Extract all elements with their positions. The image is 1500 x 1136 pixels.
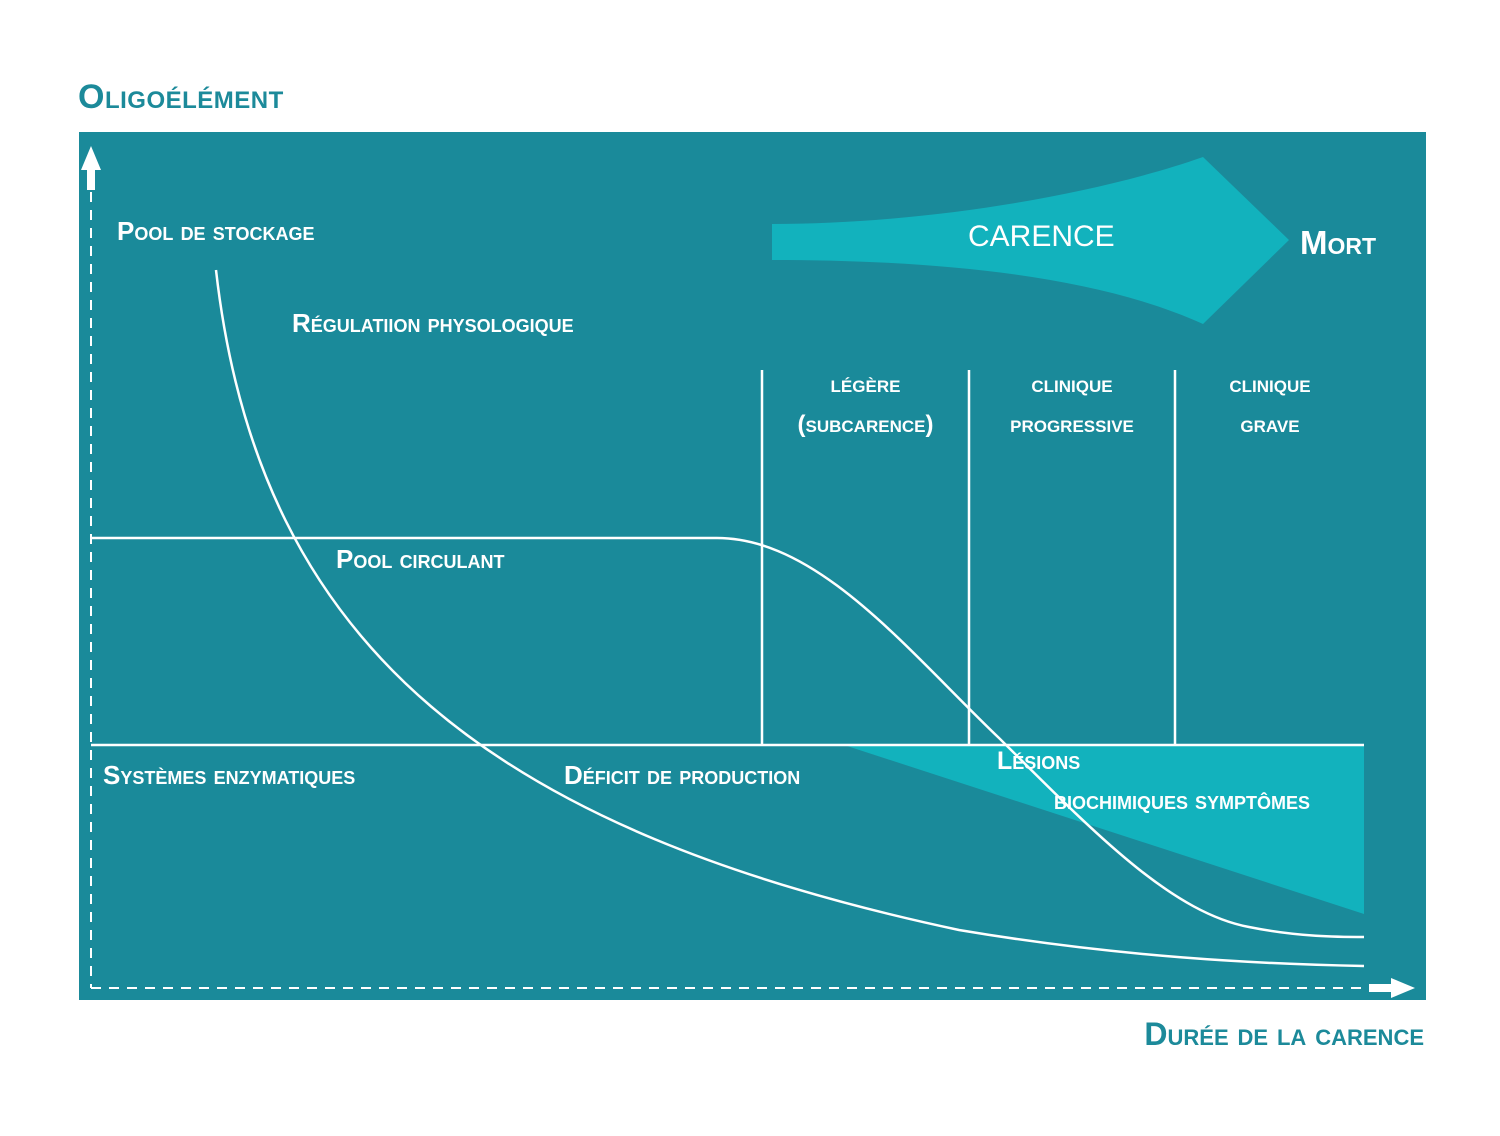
y-axis-arrow-icon bbox=[81, 146, 101, 170]
storage-pool-curve bbox=[214, 269, 1365, 968]
lesions-wedge bbox=[844, 745, 1364, 914]
phase-progressive-line2: progressive bbox=[1010, 411, 1134, 438]
x-axis-title: Durée de la carence bbox=[1144, 1016, 1424, 1052]
diagram-panel: Pool de stockage Régulatiion physologiqu… bbox=[79, 132, 1426, 1000]
systemes-enzymatiques-label: Systèmes enzymatiques bbox=[103, 760, 356, 790]
mort-label: Mort bbox=[1300, 224, 1377, 261]
phase-progressive-line1: clinique bbox=[1031, 371, 1113, 398]
phase-legere-line1: légère bbox=[830, 371, 901, 398]
y-axis-title: Oligoélément bbox=[78, 78, 284, 116]
circulating-pool-curve bbox=[91, 536, 1365, 939]
deficit-production-label: Déficit de production bbox=[564, 760, 801, 790]
phase-grave-line2: grave bbox=[1240, 411, 1300, 438]
regulation-label: Régulatiion physologique bbox=[292, 308, 574, 338]
phase-grave-line1: clinique bbox=[1229, 371, 1311, 398]
phase-clinique-progressive: clinique progressive bbox=[969, 365, 1175, 445]
carence-label: CARENCE bbox=[968, 220, 1115, 253]
x-axis-arrow-icon bbox=[1391, 978, 1415, 998]
pool-stockage-label: Pool de stockage bbox=[117, 216, 315, 246]
pool-circulant-label: Pool circulant bbox=[336, 544, 505, 574]
biochimiques-label: biochimiques symptômes bbox=[1054, 787, 1310, 815]
lesions-label: Lésions bbox=[997, 747, 1081, 775]
phase-legere: légère (subcarence) bbox=[762, 365, 969, 445]
phase-legere-line2: (subcarence) bbox=[797, 411, 934, 438]
diagram-graphics bbox=[81, 146, 1415, 998]
carence-arrow bbox=[772, 157, 1289, 324]
phase-clinique-grave: clinique grave bbox=[1175, 365, 1365, 445]
